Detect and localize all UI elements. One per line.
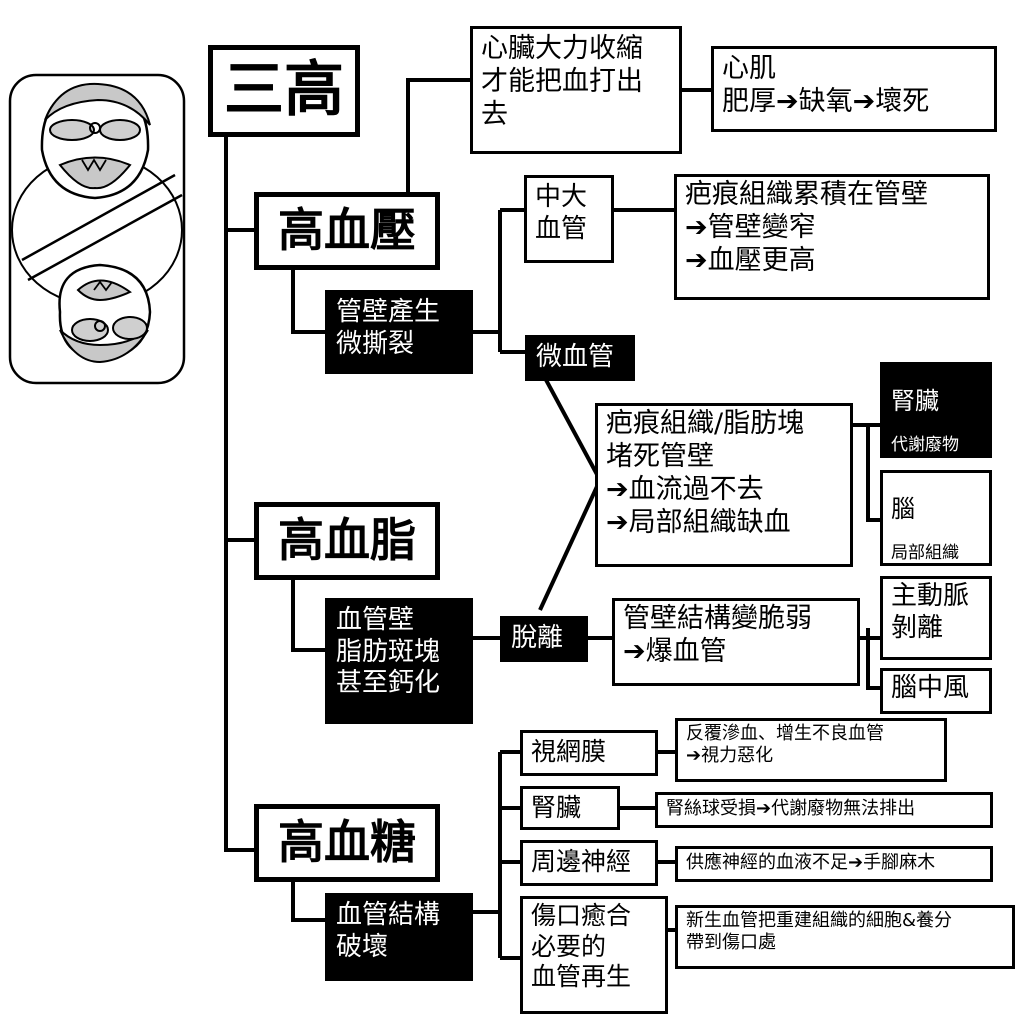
- link-blockage-organs: [850, 423, 882, 522]
- link-detach-blockage: [538, 479, 602, 611]
- heart-effect-box: 心臟大力收縮 才能把血打出 去: [470, 26, 682, 154]
- scar-accumulation-box: 疤痕組織累積在管壁 ➔管壁變窄 ➔血壓更高: [674, 174, 990, 300]
- peripheral-nerve-box: 周邊神經: [520, 840, 658, 886]
- micro-vessel-box: 微血管: [525, 335, 635, 381]
- brain-text: 局部組織 缺血: [891, 543, 959, 564]
- blockage-box: 疤痕組織/脂肪塊 堵死管壁 ➔血流過不去 ➔局部組織缺血: [595, 403, 853, 567]
- link-micro-blockage: [543, 377, 602, 481]
- main-spine: [224, 135, 255, 852]
- hyperglycemia-node: 高血糖: [254, 804, 440, 882]
- detach-box: 脫離: [500, 616, 588, 662]
- retina-box: 視網膜: [520, 730, 658, 776]
- link-hypertension-heart: [406, 78, 472, 192]
- nerve-effect-box: 供應神經的血液不足➔手腳麻木: [675, 846, 993, 882]
- vessel-tear-box: 管壁產生 微撕裂: [325, 290, 473, 374]
- hyperlipidemia-node: 高血脂: [254, 502, 440, 580]
- kidney-waste-box: 腎臟 代謝廢物 無法排出: [880, 362, 992, 458]
- myocardium-box: 心肌 肥厚➔缺氧➔壞死: [711, 46, 997, 132]
- kidney-text: 代謝廢物 無法排出: [891, 435, 959, 456]
- large-vessel-box: 中大 血管: [524, 175, 614, 263]
- wound-healing-box: 傷口癒合 必要的 血管再生: [520, 896, 668, 1014]
- plaque-box: 血管壁 脂肪斑塊 甚至鈣化: [325, 598, 473, 724]
- root-node: 三高: [208, 45, 360, 137]
- kidney-title: 腎臟: [891, 386, 939, 415]
- kidney-box: 腎臟: [520, 786, 620, 830]
- kidney-effect-box: 腎絲球受損➔代謝廢物無法排出: [655, 792, 993, 828]
- hypertension-node: 高血壓: [254, 192, 440, 270]
- link-cause-vessels: [470, 208, 525, 354]
- retina-effect-box: 反覆滲血、增生不良血管 ➔視力惡化: [675, 718, 947, 782]
- fragile-wall-box: 管壁結構變脆弱 ➔爆血管: [612, 598, 860, 686]
- link-hypertension-cause: [291, 268, 325, 334]
- stroke-box: 腦中風: [880, 668, 992, 714]
- brain-title: 腦: [891, 494, 915, 523]
- vessel-damage-box: 血管結構 破壞: [325, 893, 473, 981]
- brain-ischemia-box: 腦 局部組織 缺血: [880, 470, 992, 566]
- wound-effect-box: 新生血管把重建組織的細胞&養分 帶到傷口處: [675, 905, 1015, 969]
- link-hyperlipidemia-cause: [291, 578, 325, 652]
- aortic-dissection-box: 主動脈 剝離: [880, 576, 992, 660]
- link-fragile-results: [858, 628, 880, 690]
- link-cause-organs: [470, 750, 520, 960]
- link-hyperglycemia-cause: [291, 878, 325, 922]
